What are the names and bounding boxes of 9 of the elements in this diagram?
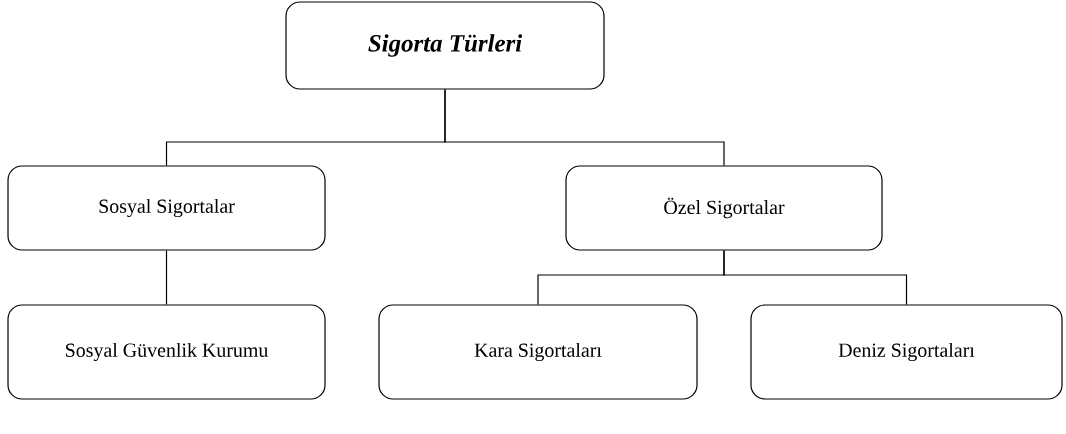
category-box: Kara Sigortaları (378, 304, 698, 400)
connector-line (165, 250, 168, 305)
connector-line (444, 89, 725, 166)
category-box: Sosyal Güvenlik Kurumu (7, 304, 326, 400)
title-box: Sigorta Türleri (285, 1, 605, 90)
category-box: Deniz Sigortaları (750, 304, 1063, 400)
connector-line (723, 250, 908, 305)
category-box: Özel Sigortalar (565, 165, 883, 251)
category-box: Sosyal Sigortalar (7, 165, 326, 251)
